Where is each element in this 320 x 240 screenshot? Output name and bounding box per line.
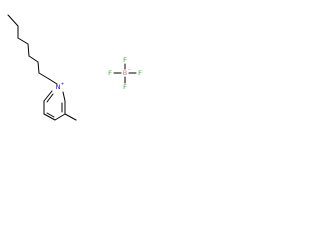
chain-bond-6 [37, 61, 40, 74]
methyl-bond [64, 113, 77, 121]
fluorine-bottom-symbol: F [123, 83, 127, 91]
ring-double-bond-c4-c5 [46, 112, 55, 118]
octyl-chain [7, 14, 58, 85]
chain-bond-4 [27, 43, 30, 57]
nitrogen-charge: + [61, 81, 65, 87]
fluorine-left-symbol: F [108, 69, 112, 77]
ring-bond-c3-c4 [54, 113, 66, 121]
structure-canvas: N + B − F F F F [0, 0, 150, 150]
chain-bond-7 [38, 72, 50, 80]
ring-nitrogen-atom: N + [56, 81, 65, 91]
boron-symbol: B [123, 69, 127, 77]
chain-to-nitrogen-bond [48, 78, 58, 85]
chain-bond-5 [28, 55, 39, 63]
molecule-drawing: N + B − F F F F [7, 14, 142, 121]
ring-bond-c6-n [43, 90, 53, 102]
pyridinium-ring [43, 90, 77, 121]
chain-bond-3 [17, 37, 29, 45]
ring-bond-n-c2 [62, 91, 66, 102]
ring-bond-c4-c5 [43, 113, 56, 121]
tetrafluoroborate-anion: B − F F F F [108, 56, 142, 91]
boron-charge: − [128, 68, 132, 73]
fluorine-right-symbol: F [138, 69, 142, 77]
chain-bond-1 [7, 14, 19, 27]
nitrogen-symbol: N [56, 83, 61, 91]
fluorine-top-symbol: F [123, 56, 127, 64]
ring-double-bond-c6-n [46, 93, 54, 103]
